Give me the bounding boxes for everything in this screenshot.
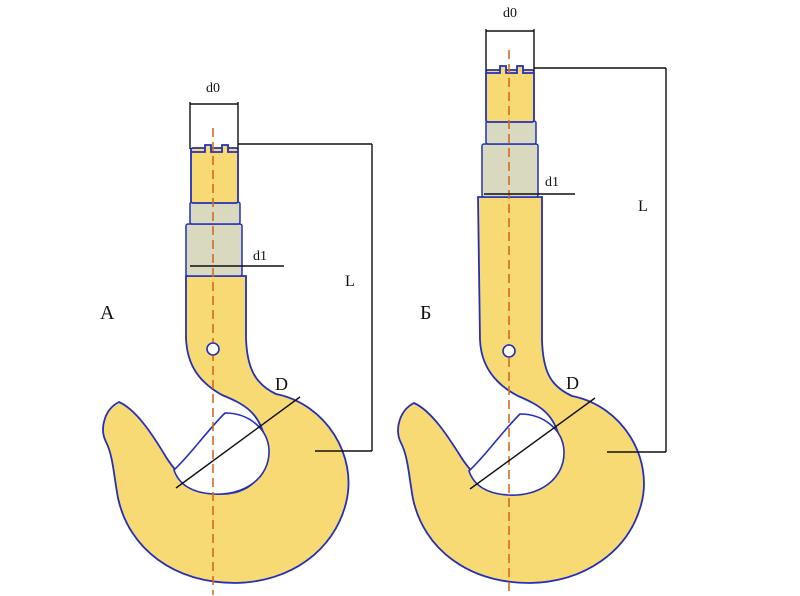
hook-a-top-stem [190,147,239,204]
hook-a-thread-neck [185,223,243,277]
hook-b-thread-neck [481,143,539,198]
hook-b-d0-label: d0 [503,6,517,21]
hook-b-top-slot [486,65,534,74]
hook-b-d1-label: d1 [545,175,559,190]
hook-b-d-label: D [566,373,579,393]
hook-a-eye [173,412,270,495]
hook-b-top-stem [485,69,535,123]
hook-a-thread-collar [189,201,241,225]
hook-b: d0 d1 L D Б [397,6,667,595]
hook-a-top-slot [191,144,238,153]
hook-b-d-dimension [469,397,596,490]
hook-a-d-dimension [175,396,301,489]
hook-b-body [397,196,645,584]
hook-a-d1-label: d1 [253,249,267,264]
hook-a-d-label: D [275,374,288,394]
hook-a-center-mark [206,342,220,356]
hook-b-l-label: L [638,198,648,215]
hook-a-d0-label: d0 [206,81,220,96]
hook-b-thread-collar [485,120,537,145]
hook-a-l-label: L [345,273,355,290]
hook-b-center-mark [502,344,516,358]
hook-a: d0 d1 L D А [100,81,373,595]
hook-a-variant-label: А [100,302,115,324]
hook-b-variant-label: Б [420,302,431,324]
